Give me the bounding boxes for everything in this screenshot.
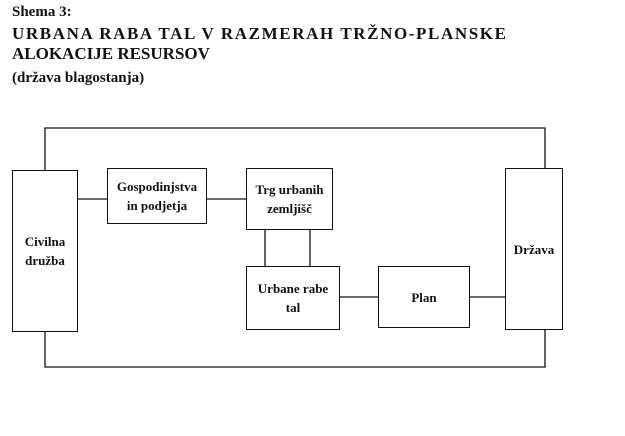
plan-label: Plan (411, 289, 437, 305)
urbane-label: Urbane rabe tal (257, 281, 329, 315)
scheme-label: Shema 3: (12, 4, 72, 20)
gospodinjstva-label: Gospodinjstva in podjetja (116, 179, 198, 213)
box-gospodinjstva: Gospodinjstva in podjetja (107, 168, 207, 224)
subtitle: (država blagostanja) (12, 70, 145, 86)
box-trg: Trg urbanih zemljišč (246, 168, 333, 230)
trg-label: Trg urbanih zemljišč (255, 182, 324, 216)
title-line-2: ALOKACIJE RESURSOV (12, 44, 210, 63)
drzava-label: Država (513, 241, 555, 257)
box-drzava: Država (505, 168, 563, 330)
box-urbane-rabe: Urbane rabe tal (246, 266, 340, 330)
box-civilna-druzba: Civilna družba (12, 170, 78, 332)
outer-loop-bottom (44, 330, 546, 368)
outer-loop-top (44, 127, 546, 170)
title-line-1: URBANA RABA TAL V RAZMERAH TRŽNO-PLANSKE (12, 24, 508, 43)
civilna-label: Civilna družba (24, 234, 66, 268)
box-plan: Plan (378, 266, 470, 328)
